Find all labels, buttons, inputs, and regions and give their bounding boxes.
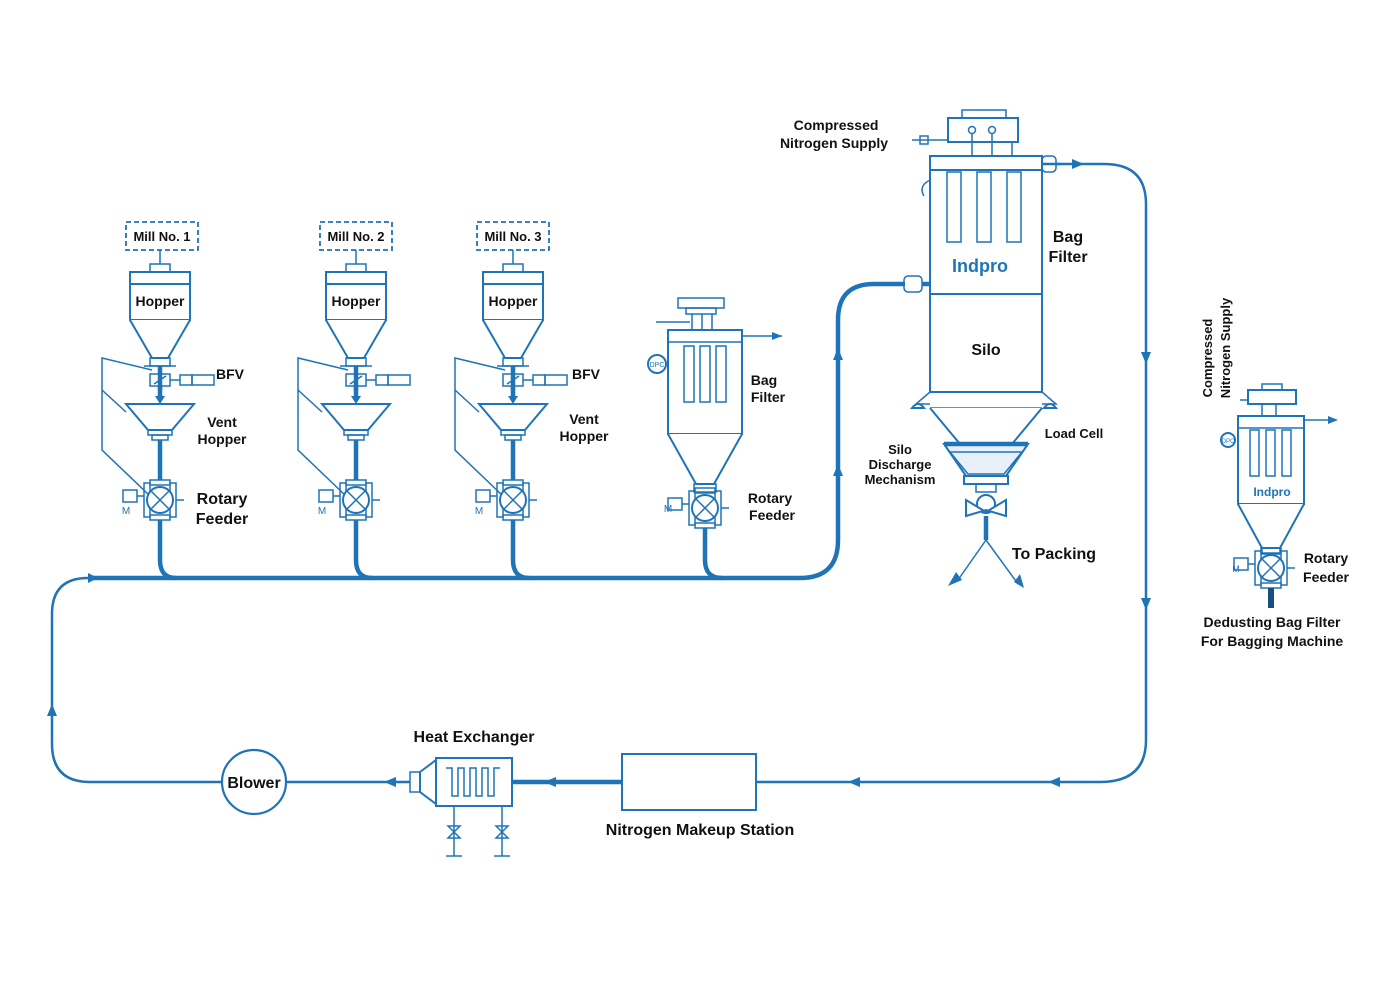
to-packing-label: To Packing xyxy=(1012,546,1096,563)
bfv-label: BFV xyxy=(572,366,601,382)
compressed-n2-label-line1: Compressed xyxy=(794,117,879,133)
main-bag-filter-label-line1: Bag xyxy=(1053,229,1083,246)
rotary-label-line2: Feeder xyxy=(749,507,795,523)
mill-label: Mill No. 1 xyxy=(133,229,190,244)
brand-logo: Indpro xyxy=(1253,485,1290,499)
hopper-label: Hopper xyxy=(332,293,382,309)
dpc-label: DPC xyxy=(650,362,665,369)
conveying-loop xyxy=(47,159,1151,787)
nitrogen-makeup-station: Nitrogen Makeup Station xyxy=(606,753,794,839)
silo-discharge-line1: Silo xyxy=(888,442,912,457)
mill-box xyxy=(476,221,550,251)
motor-label: M xyxy=(318,506,326,517)
mill-unit-1: Mill No. 1 Hopper BFV Vent Hopper Rotary… xyxy=(102,221,248,581)
vent-label-line2: Hopper xyxy=(560,428,610,444)
bag-filter-label-line2: Filter xyxy=(751,389,786,405)
hopper-label: Hopper xyxy=(489,293,539,309)
blower-label: Blower xyxy=(227,775,280,792)
vent-label-line1: Vent xyxy=(569,411,599,427)
bag-filter-label-line1: Bag xyxy=(751,372,777,388)
dedusting-bag-filter: Compressed Nitrogen Supply DPC Indpro M … xyxy=(1200,297,1350,649)
mill-label: Mill No. 3 xyxy=(484,229,541,244)
ded-compressed-n2-line2: Nitrogen Supply xyxy=(1218,297,1233,398)
silo-discharge-line3: Mechanism xyxy=(865,472,936,487)
compressed-n2-label-line2: Nitrogen Supply xyxy=(780,135,888,151)
heat-exchanger: Heat Exchanger xyxy=(409,729,535,857)
small-bag-filter: DPC M Bag Filter Rotary Feeder xyxy=(647,297,796,581)
dedusting-label-line2: For Bagging Machine xyxy=(1201,633,1344,649)
vent-label-line1: Vent xyxy=(207,414,237,430)
silo-label: Silo xyxy=(971,342,1001,359)
mill-unit-3: Mill No. 3 Hopper BFV Vent Hopper M xyxy=(455,221,610,581)
mill-unit-2: Mill No. 2 Hopper M xyxy=(298,221,410,581)
rotary-label-line1: Rotary xyxy=(748,490,793,506)
load-cell-label: Load Cell xyxy=(1045,426,1104,441)
heat-exchanger-label: Heat Exchanger xyxy=(414,729,535,746)
bfv-label: BFV xyxy=(216,366,245,382)
rotary-label-line2: Feeder xyxy=(196,511,248,528)
motor-label: M xyxy=(122,506,130,517)
ded-rotary-line2: Feeder xyxy=(1303,569,1349,585)
dedusting-label-line1: Dedusting Bag Filter xyxy=(1204,614,1341,630)
ded-rotary-line1: Rotary xyxy=(1304,550,1349,566)
rotary-label-line1: Rotary xyxy=(197,491,248,508)
blower: Blower xyxy=(220,748,288,816)
main-bag-filter-label-line2: Filter xyxy=(1048,249,1087,266)
mill-box xyxy=(125,221,199,251)
nitrogen-makeup-label: Nitrogen Makeup Station xyxy=(606,822,794,839)
bag-filter-silo: Compressed Nitrogen Supply Indpro Bag Fi… xyxy=(780,109,1104,588)
mill-label: Mill No. 2 xyxy=(327,229,384,244)
dpc-label: DPC xyxy=(1222,439,1235,445)
silo-discharge-line2: Discharge xyxy=(869,457,932,472)
vent-label-line2: Hopper xyxy=(198,431,248,447)
mill-box xyxy=(319,221,393,251)
motor-label: M xyxy=(475,506,483,517)
motor-label: M xyxy=(1232,564,1240,574)
hopper-label: Hopper xyxy=(136,293,186,309)
motor-label: M xyxy=(664,504,672,515)
brand-logo: Indpro xyxy=(952,256,1008,276)
ded-compressed-n2-line1: Compressed xyxy=(1200,319,1215,398)
